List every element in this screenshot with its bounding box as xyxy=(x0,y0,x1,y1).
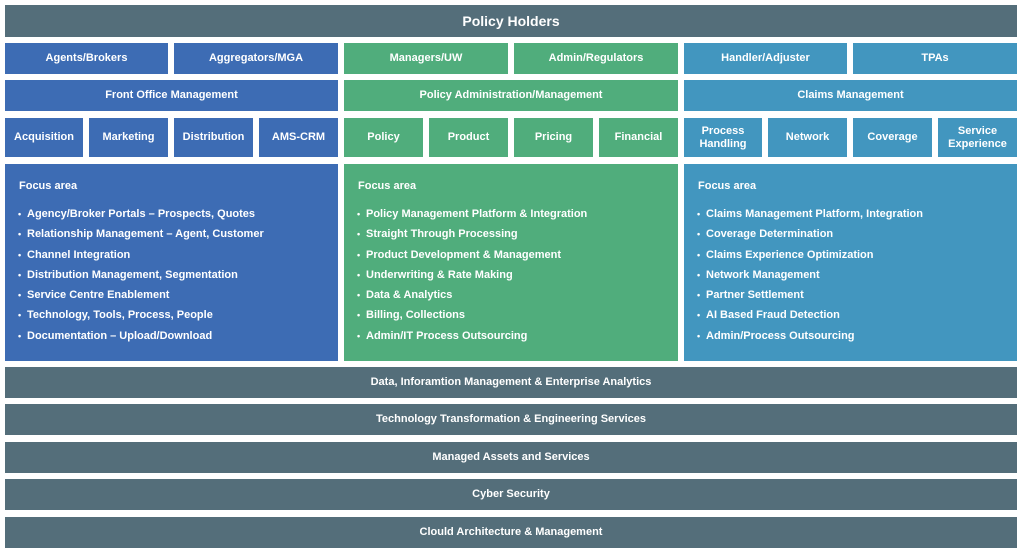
policy-holders-header: Policy Holders xyxy=(5,5,1017,37)
policy-box: Policy xyxy=(344,118,423,157)
focus-item: Partner Settlement xyxy=(697,285,1003,306)
focus-item: Service Centre Enablement xyxy=(18,285,324,306)
aggregators-mga-box: Aggregators/MGA xyxy=(174,43,338,74)
focus-item: Network Management xyxy=(697,265,1003,286)
focus-item: Relationship Management – Agent, Custome… xyxy=(18,224,324,245)
cyber-security-band: Cyber Security xyxy=(5,479,1017,510)
focus-area-claims: Focus area Claims Management Platform, I… xyxy=(684,164,1017,361)
service-experience-box: Service Experience xyxy=(938,118,1017,157)
policy-administration-box: Policy Administration/Management xyxy=(344,80,678,111)
network-box: Network xyxy=(768,118,847,157)
marketing-box: Marketing xyxy=(89,118,168,157)
front-office-management-box: Front Office Management xyxy=(5,80,338,111)
agents-brokers-box: Agents/Brokers xyxy=(5,43,168,74)
data-analytics-band: Data, Inforamtion Management & Enterpris… xyxy=(5,367,1017,398)
focus-item: Agency/Broker Portals – Prospects, Quote… xyxy=(18,204,324,225)
ams-crm-box: AMS-CRM xyxy=(259,118,338,157)
focus-item: Claims Management Platform, Integration xyxy=(697,204,1003,225)
focus-area-title: Focus area xyxy=(698,180,757,192)
financial-box: Financial xyxy=(599,118,678,157)
focus-item: AI Based Fraud Detection xyxy=(697,305,1003,326)
focus-item: Straight Through Processing xyxy=(357,224,664,245)
tpas-box: TPAs xyxy=(853,43,1017,74)
focus-list: Claims Management Platform, Integration … xyxy=(697,204,1003,347)
focus-item: Technology, Tools, Process, People xyxy=(18,305,324,326)
focus-item: Distribution Management, Segmentation xyxy=(18,265,324,286)
process-handling-box: Process Handling xyxy=(684,118,762,157)
focus-list: Agency/Broker Portals – Prospects, Quote… xyxy=(18,204,324,347)
focus-item: Data & Analytics xyxy=(357,285,664,306)
pricing-box: Pricing xyxy=(514,118,593,157)
focus-item: Billing, Collections xyxy=(357,305,664,326)
focus-item: Channel Integration xyxy=(18,245,324,266)
distribution-box: Distribution xyxy=(174,118,253,157)
focus-item: Coverage Determination xyxy=(697,224,1003,245)
managers-uw-box: Managers/UW xyxy=(344,43,508,74)
focus-item: Underwriting & Rate Making xyxy=(357,265,664,286)
focus-area-title: Focus area xyxy=(358,180,417,192)
focus-area-title: Focus area xyxy=(19,180,78,192)
focus-item: Claims Experience Optimization xyxy=(697,245,1003,266)
managed-assets-band: Managed Assets and Services xyxy=(5,442,1017,473)
focus-item: Product Development & Management xyxy=(357,245,664,266)
focus-area-front-office: Focus area Agency/Broker Portals – Prosp… xyxy=(5,164,338,361)
product-box: Product xyxy=(429,118,508,157)
admin-regulators-box: Admin/Regulators xyxy=(514,43,678,74)
acquisition-box: Acquisition xyxy=(5,118,83,157)
technology-transformation-band: Technology Transformation & Engineering … xyxy=(5,404,1017,435)
cloud-architecture-band: Clould Architecture & Management xyxy=(5,517,1017,548)
focus-item: Policy Management Platform & Integration xyxy=(357,204,664,225)
focus-item: Documentation – Upload/Download xyxy=(18,326,324,347)
claims-management-box: Claims Management xyxy=(684,80,1017,111)
focus-item: Admin/IT Process Outsourcing xyxy=(357,326,664,347)
focus-list: Policy Management Platform & Integration… xyxy=(357,204,664,347)
focus-area-policy-admin: Focus area Policy Management Platform & … xyxy=(344,164,678,361)
coverage-box: Coverage xyxy=(853,118,932,157)
focus-item: Admin/Process Outsourcing xyxy=(697,326,1003,347)
handler-adjuster-box: Handler/Adjuster xyxy=(684,43,847,74)
